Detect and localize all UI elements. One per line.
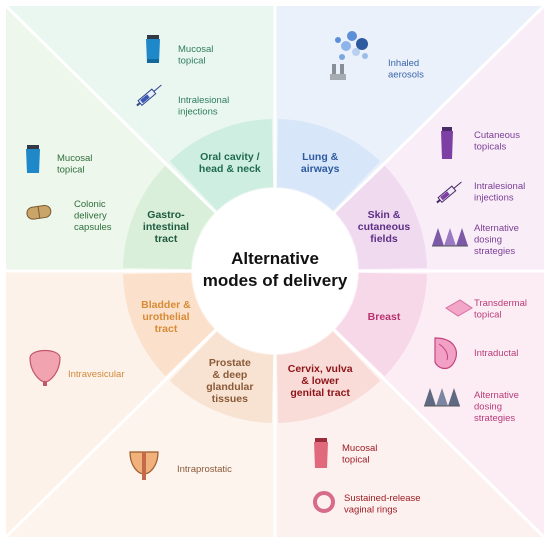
aerosol-icon <box>330 31 368 80</box>
ring-segment-cervix <box>276 331 381 423</box>
ring-segment-bladder <box>123 272 215 377</box>
site-label-prostate: Prostate <box>209 357 251 369</box>
site-label-lung: airways <box>301 163 340 175</box>
tube-icon <box>441 127 453 159</box>
breast-icon <box>434 337 457 370</box>
ring-segment-lung <box>276 119 381 211</box>
syringe-icon <box>436 181 462 204</box>
ring-segment-oral <box>169 119 274 211</box>
site-label-bladder: Bladder & <box>141 299 191 311</box>
site-label-skin: fields <box>370 233 398 245</box>
site-labels: Oral cavity /head & neck Lung &airwaysSki… <box>141 151 410 405</box>
site-label-oral: Oral cavity / <box>200 151 260 163</box>
ring-segment-gi <box>123 165 215 270</box>
site-label-bladder: tract <box>155 323 178 335</box>
tube-icon <box>314 438 328 468</box>
mode-breast-intraductal: Intraductal <box>474 348 518 359</box>
site-label-gi: tract <box>155 233 178 245</box>
dosing-peaks-icon <box>424 388 460 407</box>
site-label-prostate: glandular <box>206 381 253 393</box>
ring-icon <box>313 491 335 513</box>
site-label-prostate: tissues <box>212 393 248 405</box>
syringe-icon <box>136 84 162 107</box>
tube-icon <box>146 35 160 63</box>
center-circle <box>192 188 358 354</box>
tube-icon <box>26 145 40 173</box>
site-label-gi: Gastro- <box>147 209 185 221</box>
site-label-lung: Lung & <box>302 151 339 163</box>
center-title-line-2: modes of delivery <box>203 271 348 290</box>
ring-segment-prostate <box>169 331 274 423</box>
center-title-line-1: Alternative <box>231 249 319 268</box>
site-label-prostate: & deep <box>212 369 247 381</box>
site-label-cervix: Cervix, vulva <box>288 363 353 375</box>
bladder-icon <box>29 349 61 386</box>
mode-prostate-intraprostatic: Intraprostatic <box>177 464 232 475</box>
site-ring <box>123 119 427 423</box>
site-label-oral: head & neck <box>199 163 261 175</box>
capsule-icon <box>26 204 52 220</box>
mode-bladder-intravesicular: Intravesicular <box>68 369 125 380</box>
prostate-icon <box>129 451 159 480</box>
site-label-bladder: urothelial <box>142 311 189 323</box>
site-label-skin: cutaneous <box>358 221 411 233</box>
site-label-cervix: & lower <box>301 375 339 387</box>
ring-segment-breast <box>335 272 427 377</box>
site-label-gi: intestinal <box>143 221 189 233</box>
site-label-breast: Breast <box>368 311 401 323</box>
patch-icon <box>445 299 473 317</box>
site-label-cervix: genital tract <box>290 387 350 399</box>
dosing-peaks-icon <box>432 228 468 247</box>
ring-segment-skin <box>335 165 427 270</box>
site-label-skin: Skin & <box>368 209 401 221</box>
